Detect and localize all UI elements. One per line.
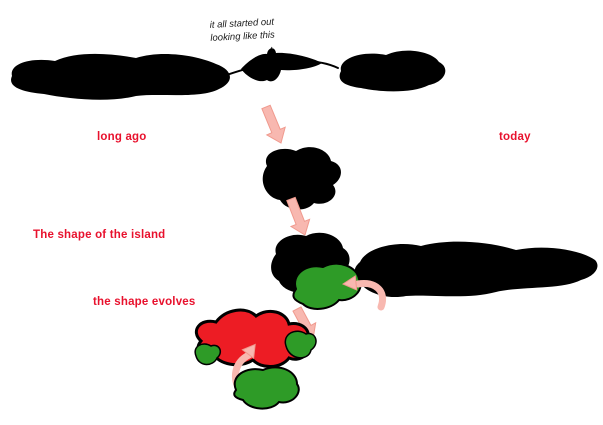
label-right-top: today	[499, 131, 531, 143]
green-patch-left	[194, 343, 222, 366]
landmass-right-band	[354, 241, 598, 298]
green-patch-right	[284, 330, 317, 359]
label-left-top: long ago	[97, 131, 147, 143]
down-arrow-2	[286, 196, 311, 236]
curved-arrow-2-head	[241, 343, 256, 360]
green-island-1	[292, 262, 362, 310]
curved-arrow-1-head	[341, 275, 358, 291]
down-arrow-1	[261, 104, 286, 144]
curved-arrow-1	[354, 279, 386, 311]
landmass-top-right	[339, 50, 446, 92]
label-left-bottom: the shape evolves	[93, 296, 196, 308]
blob-stage-2	[262, 147, 341, 210]
landmass-top-center	[241, 48, 322, 82]
green-island-2	[233, 366, 300, 410]
landmass-top-left	[11, 53, 230, 100]
label-left-middle: The shape of the island	[33, 229, 166, 241]
